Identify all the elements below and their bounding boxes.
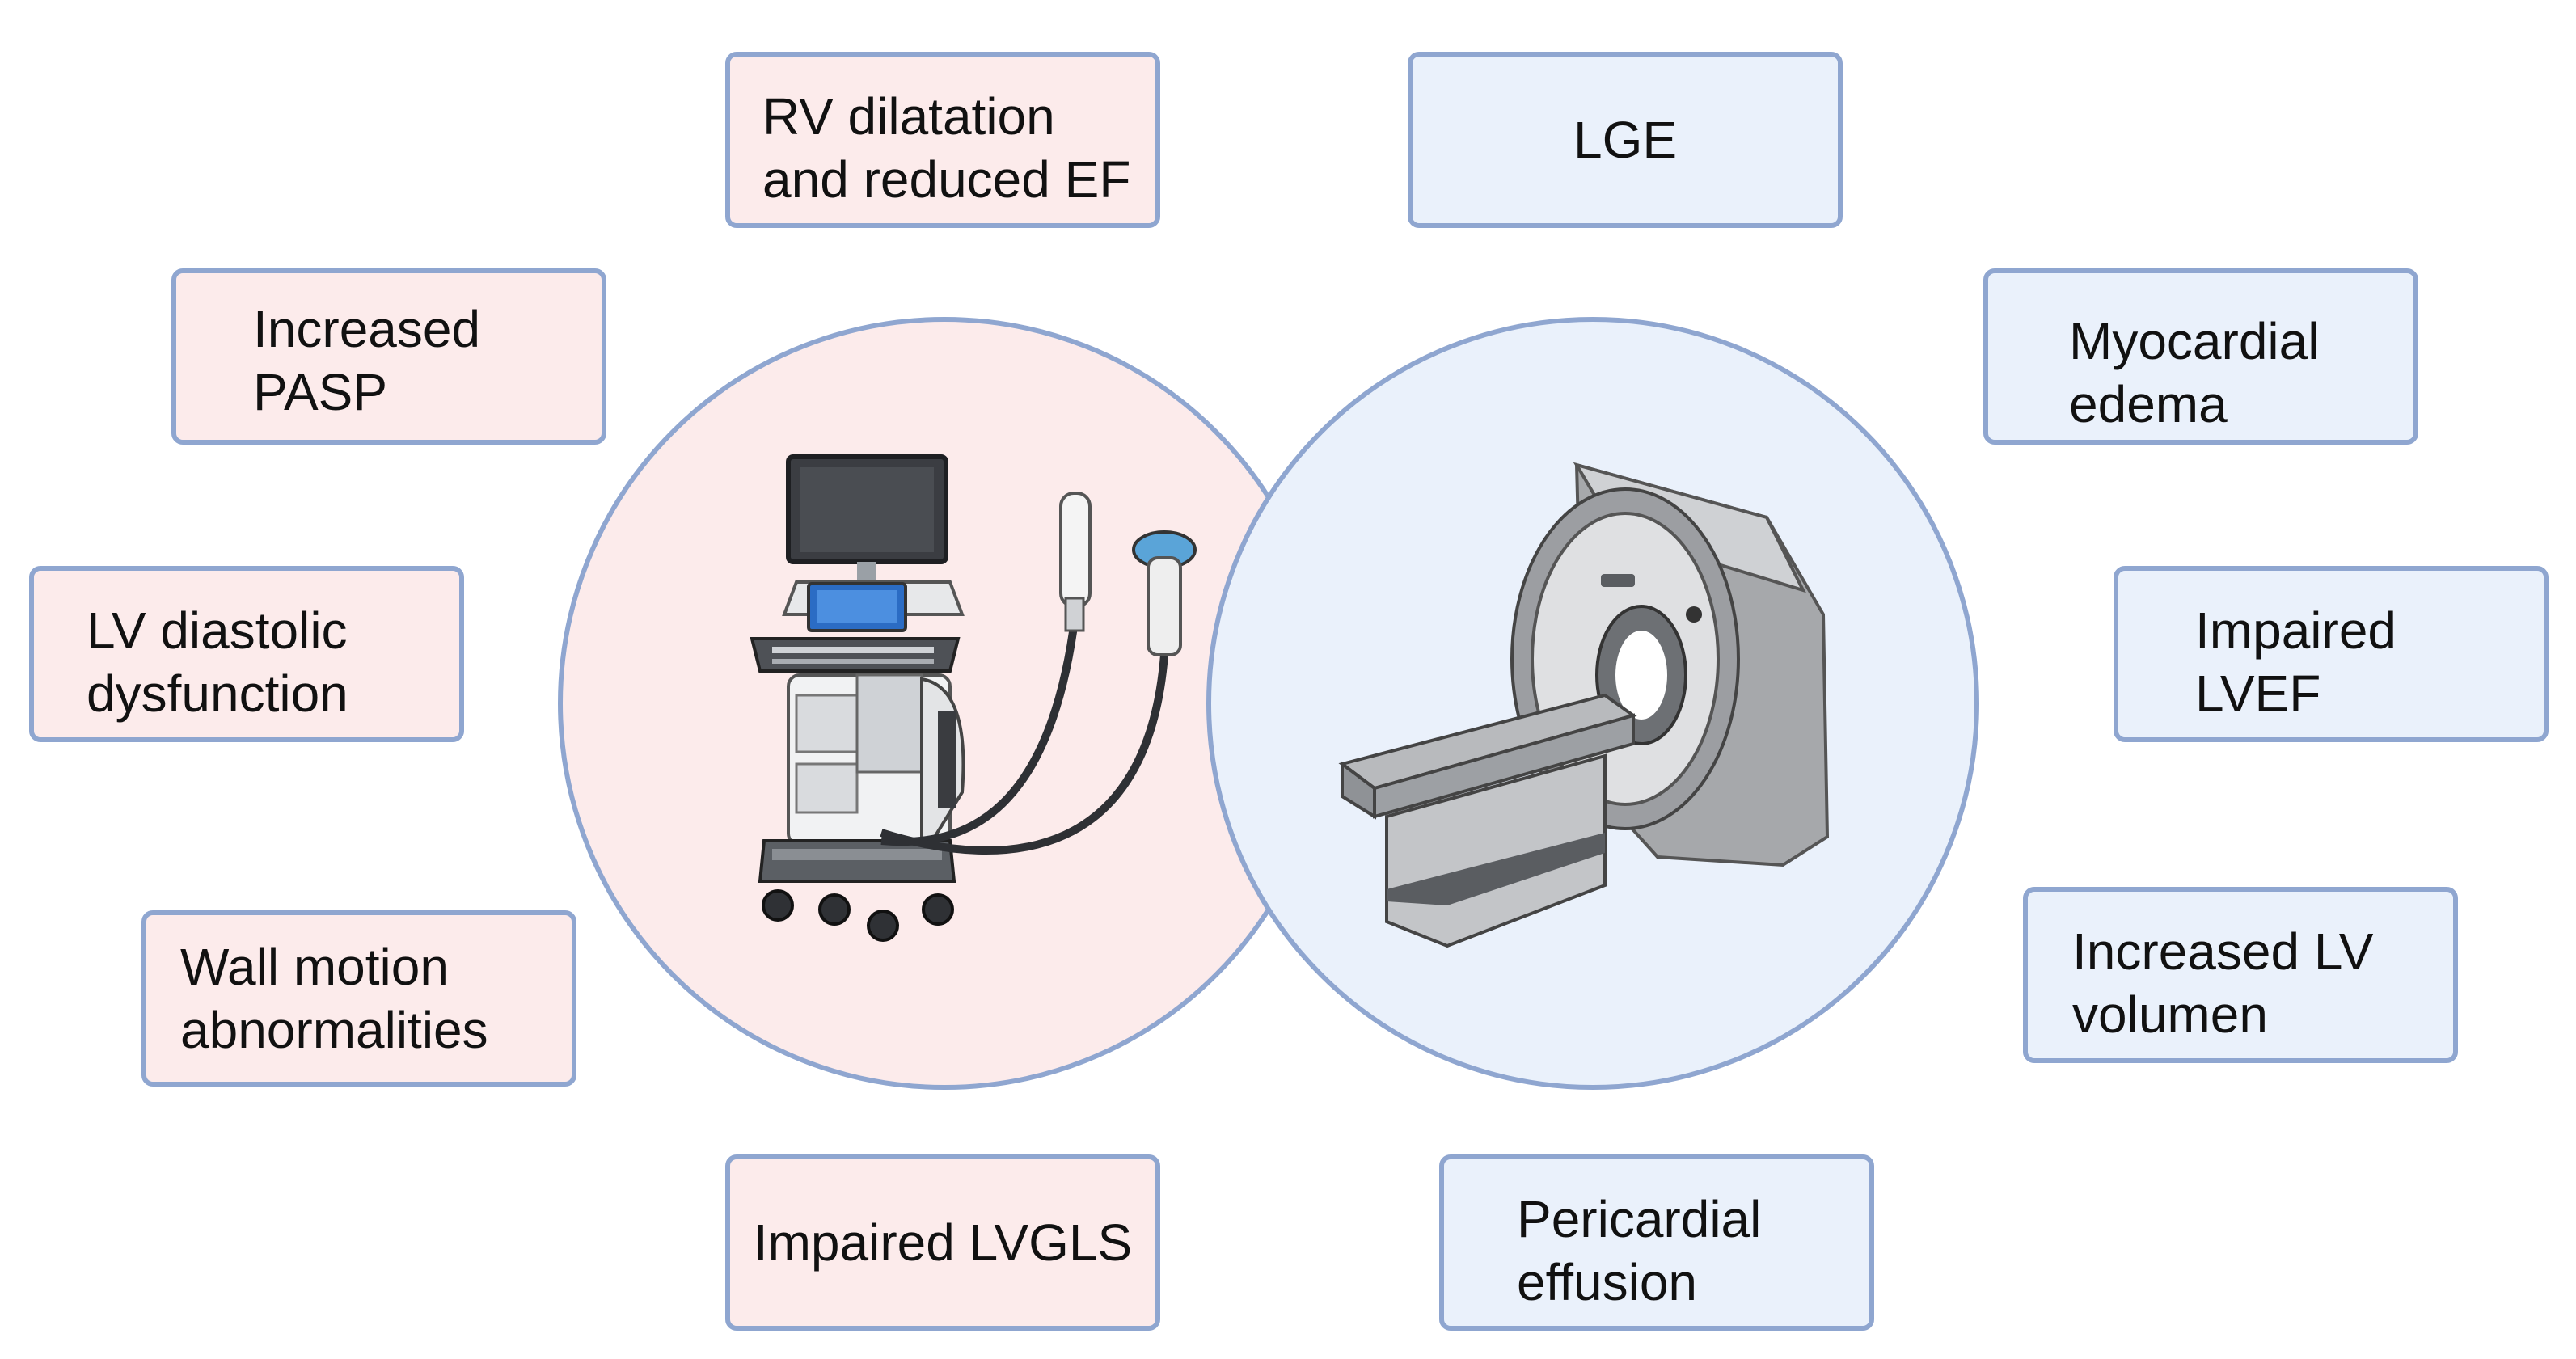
echo-finding-label: Increased PASP	[253, 300, 481, 421]
mri-finding-impaired-lvef: Impaired LVEF	[2114, 566, 2549, 742]
mri-finding-myocardial-edema: Myocardial edema	[1983, 268, 2418, 445]
mri-finding-pericardial-effusion: Pericardial effusion	[1439, 1154, 1874, 1331]
mri-finding-label: Myocardial edema	[2069, 312, 2320, 433]
mri-scanner-icon	[1338, 462, 1830, 948]
echo-finding-impaired-lvgls: Impaired LVGLS	[725, 1154, 1160, 1331]
echo-finding-label: RV dilatation and reduced EF	[762, 87, 1131, 209]
mri-finding-label: LGE	[1573, 111, 1678, 169]
echo-finding-label: Wall motion abnormalities	[180, 938, 488, 1059]
echo-finding-wall-motion-abnormalities: Wall motion abnormalities	[141, 910, 576, 1087]
mri-finding-label: Impaired LVEF	[2195, 601, 2397, 723]
echo-finding-label: LV diastolic dysfunction	[87, 601, 348, 723]
ultrasound-machine-icon	[750, 454, 1197, 942]
mri-finding-increased-lv-volumen: Increased LV volumen	[2023, 887, 2458, 1063]
mri-finding-lge: LGE	[1408, 52, 1843, 228]
mri-finding-label: Increased LV volumen	[2072, 922, 2374, 1044]
mri-finding-label: Pericardial effusion	[1517, 1190, 1762, 1311]
echo-finding-increased-pasp: Increased PASP	[171, 268, 606, 445]
echo-finding-rv-dilatation: RV dilatation and reduced EF	[725, 52, 1160, 228]
echo-finding-label: Impaired LVGLS	[753, 1213, 1133, 1272]
echo-finding-lv-diastolic-dysfunction: LV diastolic dysfunction	[29, 566, 464, 742]
